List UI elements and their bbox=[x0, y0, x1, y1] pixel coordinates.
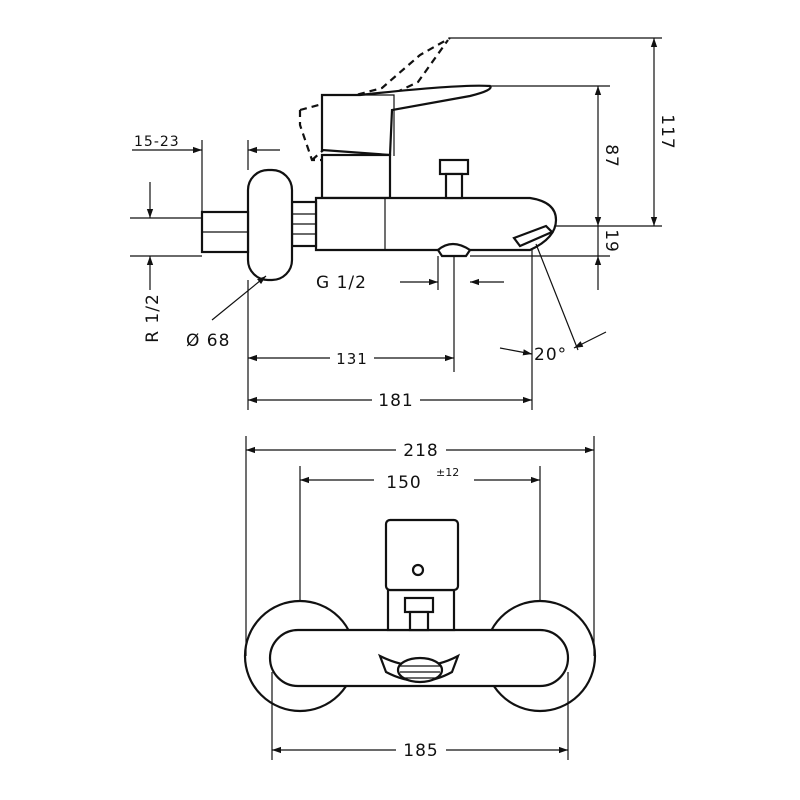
spout-outlet bbox=[436, 242, 472, 258]
aerator bbox=[512, 224, 554, 248]
dim-outlet-thread: G 1/2 bbox=[316, 273, 367, 293]
front-handle bbox=[384, 518, 460, 592]
dim-top-height: 117 bbox=[657, 114, 677, 149]
lever-handle bbox=[320, 84, 492, 157]
dim-wall-depth: 15-23 bbox=[134, 134, 180, 150]
dim-angle: 20° bbox=[534, 345, 567, 365]
diverter-knob bbox=[438, 158, 470, 176]
side-view: 117 87 19 15-23 R 1/2 Ø 68 G 1/2 131 181 bbox=[130, 37, 677, 411]
wall-rosette bbox=[246, 168, 294, 282]
dim-outlet-distance: 131 bbox=[336, 350, 368, 368]
dim-body-width: 185 bbox=[403, 741, 438, 761]
cartridge-housing bbox=[320, 153, 392, 200]
dim-rosette-diameter: Ø 68 bbox=[186, 331, 230, 351]
dim-spout-height: 87 bbox=[601, 144, 621, 168]
front-view: 218 150 ±12 185 bbox=[243, 436, 597, 761]
dim-inlet-thread: R 1/2 bbox=[143, 293, 163, 343]
dim-spout-offset: 19 bbox=[601, 229, 621, 253]
dim-centers: 150 bbox=[386, 473, 421, 493]
dim-overall-depth: 181 bbox=[378, 391, 413, 411]
dim-centers-tolerance: ±12 bbox=[436, 466, 459, 479]
dim-overall-width: 218 bbox=[403, 441, 438, 461]
